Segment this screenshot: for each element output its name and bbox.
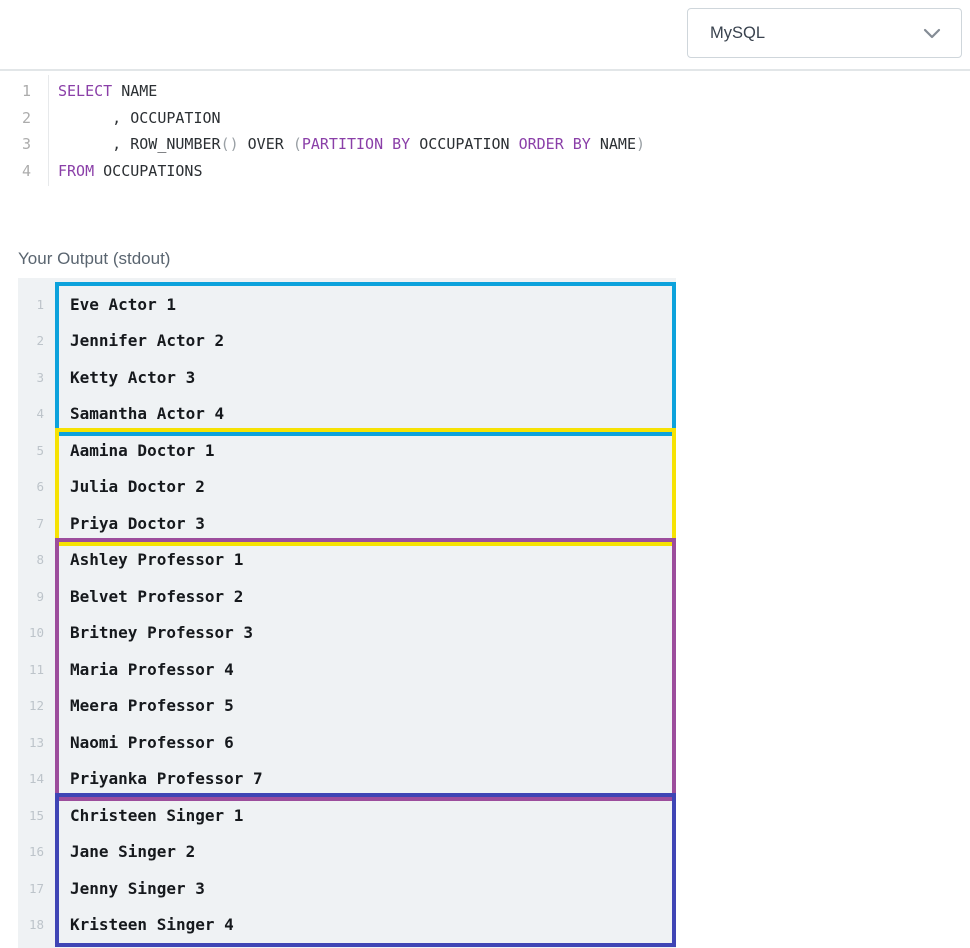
output-line-text: Maria Professor 4 bbox=[70, 659, 234, 679]
output-line: 1 Eve Actor 1 bbox=[18, 286, 676, 323]
output-line-text: Christeen Singer 1 bbox=[70, 805, 244, 825]
output-line-number: 7 bbox=[36, 515, 44, 531]
output-line-number: 10 bbox=[28, 625, 44, 641]
output-line-number: 15 bbox=[28, 807, 44, 823]
output-line-text: Jane Singer 2 bbox=[70, 842, 196, 862]
output-line-text: Julia Doctor 2 bbox=[70, 477, 205, 497]
editor-line-number: 4 bbox=[21, 161, 31, 180]
output-line: 8 Ashley Professor 1 bbox=[18, 542, 676, 579]
language-selector[interactable]: MySQL bbox=[687, 8, 962, 58]
output-line: 6 Julia Doctor 2 bbox=[18, 469, 676, 506]
output-line-number: 13 bbox=[28, 734, 44, 750]
code-line-text: , ROW_NUMBER() OVER (PARTITION BY OCCUPA… bbox=[58, 135, 646, 154]
code-line-text: FROM OCCUPATIONS bbox=[58, 161, 203, 180]
editor-line-number: 1 bbox=[21, 82, 31, 101]
output-line-number: 11 bbox=[28, 661, 44, 677]
output-line-text: Aamina Doctor 1 bbox=[70, 440, 215, 460]
output-line: 4 Samantha Actor 4 bbox=[18, 396, 676, 433]
output-line-text: Priyanka Professor 7 bbox=[70, 769, 263, 789]
output-line-number: 8 bbox=[36, 552, 44, 568]
output-line-number: 4 bbox=[36, 406, 44, 422]
output-line-text: Jennifer Actor 2 bbox=[70, 331, 225, 351]
output-line: 15 Christeen Singer 1 bbox=[18, 797, 676, 834]
code-line-text: SELECT NAME bbox=[58, 82, 158, 101]
output-line: 7 Priya Doctor 3 bbox=[18, 505, 676, 542]
output-line-number: 12 bbox=[28, 698, 44, 714]
output-line-number: 6 bbox=[36, 479, 44, 495]
output-line-number: 3 bbox=[36, 369, 44, 385]
output-line-text: Kristeen Singer 4 bbox=[70, 915, 234, 935]
output-line-text: Ashley Professor 1 bbox=[70, 550, 244, 570]
output-line: 18 Kristeen Singer 4 bbox=[18, 907, 676, 944]
code-line[interactable]: 3 , ROW_NUMBER() OVER (PARTITION BY OCCU… bbox=[0, 131, 970, 158]
code-line[interactable]: 4 FROM OCCUPATIONS bbox=[0, 158, 970, 185]
code-line[interactable]: 1 SELECT NAME bbox=[0, 78, 970, 105]
output-line-text: Jenny Singer 3 bbox=[70, 878, 205, 898]
output-line: 16 Jane Singer 2 bbox=[18, 834, 676, 871]
output-line-text: Britney Professor 3 bbox=[70, 623, 254, 643]
code-line[interactable]: 2 , OCCUPATION bbox=[0, 105, 970, 132]
output-line-number: 5 bbox=[36, 442, 44, 458]
output-line: 11 Maria Professor 4 bbox=[18, 651, 676, 688]
editor-line-number: 3 bbox=[21, 135, 31, 154]
output-line-text: Naomi Professor 6 bbox=[70, 732, 234, 752]
output-line-number: 1 bbox=[36, 296, 44, 312]
output-line: 9 Belvet Professor 2 bbox=[18, 578, 676, 615]
output-line-text: Eve Actor 1 bbox=[70, 294, 176, 314]
output-label: Your Output (stdout) bbox=[18, 249, 171, 268]
output-line-number: 17 bbox=[28, 880, 44, 896]
output-line-number: 14 bbox=[28, 771, 44, 787]
output-line: 2 Jennifer Actor 2 bbox=[18, 323, 676, 360]
output-line: 5 Aamina Doctor 1 bbox=[18, 432, 676, 469]
output-line: 13 Naomi Professor 6 bbox=[18, 724, 676, 761]
output-line: 12 Meera Professor 5 bbox=[18, 688, 676, 725]
output-line: 17 Jenny Singer 3 bbox=[18, 870, 676, 907]
output-line-text: Priya Doctor 3 bbox=[70, 513, 205, 533]
chevron-down-icon bbox=[923, 28, 941, 38]
output-line-text: Meera Professor 5 bbox=[70, 696, 234, 716]
output-line-text: Ketty Actor 3 bbox=[70, 367, 196, 387]
output-line: 14 Priyanka Professor 7 bbox=[18, 761, 676, 798]
output-line: 10 Britney Professor 3 bbox=[18, 615, 676, 652]
language-selector-value: MySQL bbox=[710, 23, 766, 42]
output-line-number: 9 bbox=[36, 588, 44, 604]
editor-line-number: 2 bbox=[21, 108, 31, 127]
output-line-text: Belvet Professor 2 bbox=[70, 586, 244, 606]
code-line-text: , OCCUPATION bbox=[58, 108, 221, 127]
output-line-number: 2 bbox=[36, 333, 44, 349]
output-line-text: Samantha Actor 4 bbox=[70, 404, 225, 424]
output-line-number: 16 bbox=[28, 844, 44, 860]
output-line-number: 18 bbox=[28, 917, 44, 933]
editor-gutter-divider bbox=[48, 75, 49, 186]
output-line: 3 Ketty Actor 3 bbox=[18, 359, 676, 396]
topbar: MySQL bbox=[0, 0, 970, 71]
stdout-console: 1 Eve Actor 1 2 Jennifer Actor 2 3 Ketty Acto… bbox=[18, 278, 676, 948]
